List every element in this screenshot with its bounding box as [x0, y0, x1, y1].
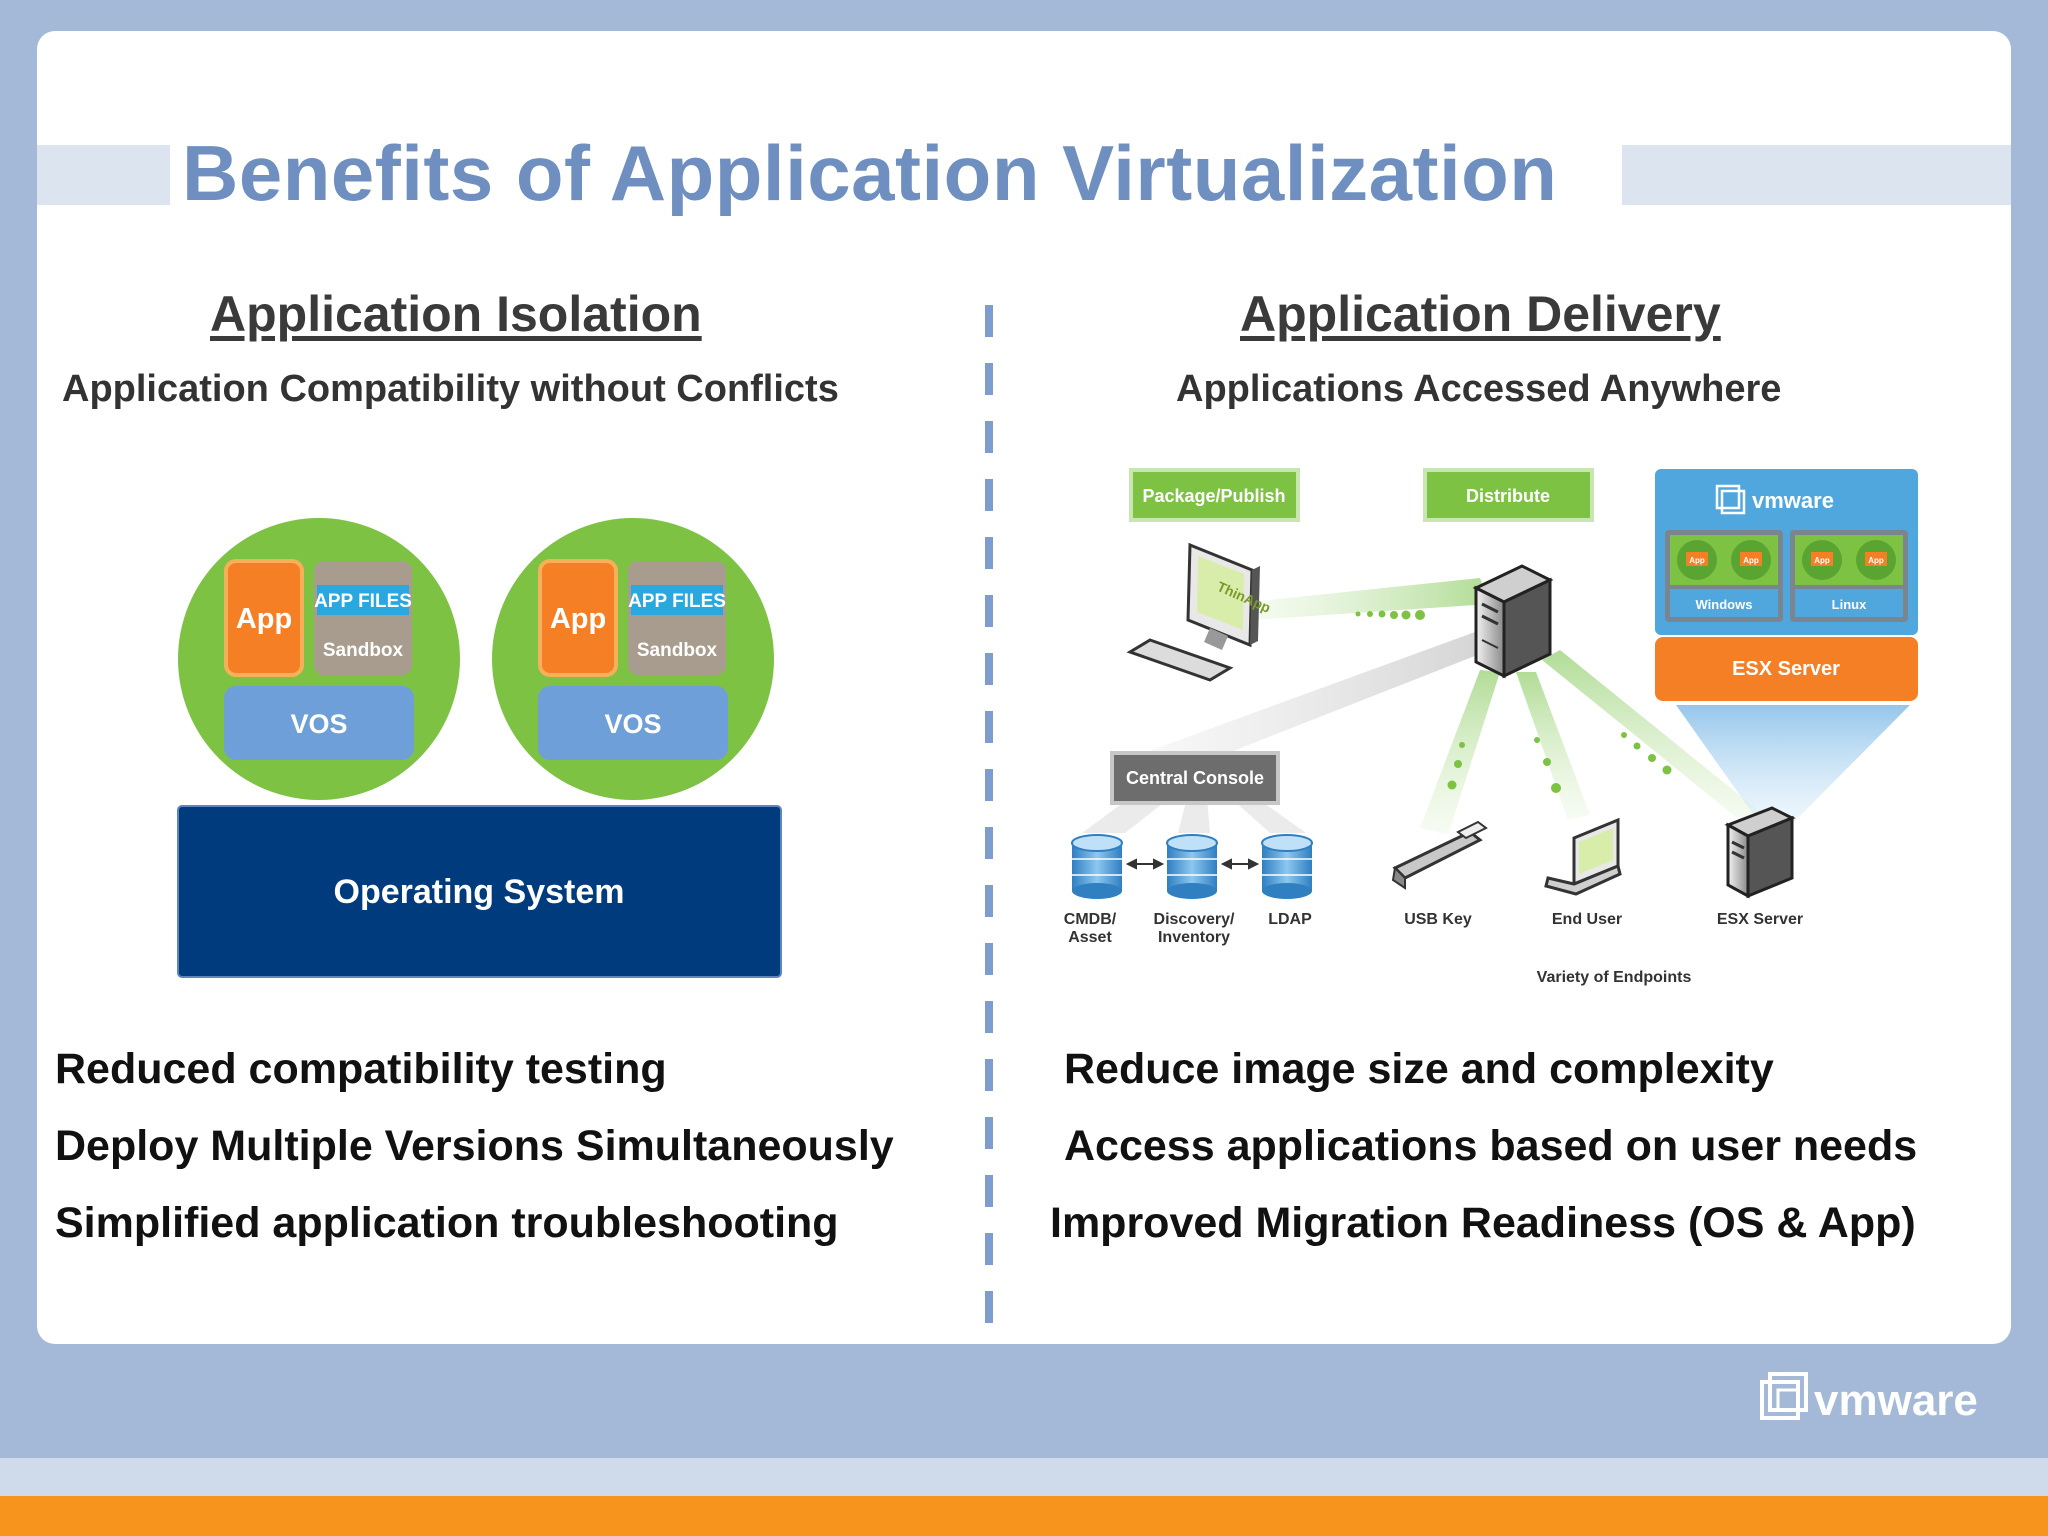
app-files-strip-1: [317, 585, 409, 615]
cmdb-database-icon: [1071, 834, 1123, 899]
title-band-right: [1622, 145, 2011, 205]
beam-dots: [1355, 610, 1672, 793]
vmware-brand-label: vmware: [1752, 488, 1834, 513]
delivery-diagram: Package/Publish Distribute ThinApp: [1064, 468, 1918, 986]
left-bullet-2: Deploy Multiple Versions Simultaneously: [55, 1122, 894, 1170]
right-bullet-3: Improved Migration Readiness (OS & App): [1050, 1199, 1916, 1247]
thinapp-workstation-icon: [1126, 542, 1260, 682]
beam-to-console: [1130, 632, 1490, 768]
right-bullet-1: Reduce image size and complexity: [1064, 1045, 1774, 1093]
app-label-1: App: [236, 603, 292, 635]
windows-app-label-1: App: [1689, 556, 1705, 565]
footer-logo-svg: vmware: [1760, 1372, 1978, 1425]
windows-app-label-2: App: [1743, 556, 1759, 565]
cmdb-label-line1: CMDB/: [1064, 911, 1117, 928]
app-box-1: [224, 559, 304, 677]
central-console-box: [1110, 751, 1280, 805]
right-bullet-2: Access applications based on user needs: [1064, 1122, 1918, 1170]
distribute-label: Distribute: [1466, 486, 1550, 506]
vos-box-1: [224, 686, 414, 760]
package-publish-box: [1129, 468, 1300, 522]
esx-server-box-label: ESX Server: [1732, 658, 1840, 680]
end-user-label: End User: [1552, 911, 1622, 928]
sandbox-label-2: Sandbox: [637, 640, 718, 661]
app-files-label-2: APP FILES: [628, 591, 726, 612]
vos-label-2: VOS: [604, 709, 661, 739]
discovery-label-line2: Inventory: [1158, 929, 1230, 946]
esx-server-tower-icon: [1724, 806, 1796, 899]
operating-system-label: Operating System: [334, 873, 625, 911]
linux-app-icon-1: [1811, 552, 1833, 566]
vmware-logo-icon: [1715, 484, 1746, 515]
usb-key-label: USB Key: [1404, 911, 1472, 928]
windows-os-bar: [1670, 589, 1778, 617]
beam-to-usb: [1420, 670, 1500, 835]
title-band-left: [37, 145, 170, 205]
sandbox-label-1: Sandbox: [323, 640, 404, 661]
app-files-label-1: APP FILES: [314, 591, 412, 612]
ldap-database-icon: [1261, 834, 1313, 899]
central-console-label: Central Console: [1126, 768, 1264, 788]
distribute-box: [1423, 468, 1594, 522]
right-heading: Application Delivery: [1240, 286, 1721, 342]
discovery-database-icon: [1166, 834, 1218, 899]
left-subheading: Application Compatibility without Confli…: [62, 368, 839, 410]
database-link-arrows: [1125, 858, 1260, 870]
linux-app-label-2: App: [1868, 556, 1884, 565]
cmdb-label-line2: Asset: [1068, 929, 1112, 946]
isolation-diagram: App APP FILES Sandbox VOS App APP FILES …: [177, 518, 782, 978]
beam-esx-box: [1676, 705, 1910, 832]
app-box-2: [538, 559, 618, 677]
footer-logo-text: vmware: [1814, 1376, 1978, 1425]
right-subheading: Applications Accessed Anywhere: [1176, 368, 1782, 410]
app-files-strip-2: [631, 585, 723, 615]
footer-orange-bar: [0, 1496, 2048, 1536]
vos-box-2: [538, 686, 728, 760]
esx-server-box: [1655, 637, 1918, 701]
beam-to-enduser: [1516, 672, 1590, 820]
linux-label: Linux: [1832, 597, 1867, 612]
slide-title: Benefits of Application Virtualization: [182, 129, 1558, 217]
vmware-logo-icon: [1760, 1372, 1808, 1420]
column-divider: [985, 305, 993, 1335]
beam-to-esx: [1542, 650, 1770, 830]
discovery-label-line1: Discovery/: [1154, 911, 1235, 928]
operating-system-box: [177, 805, 782, 978]
vos-label-1: VOS: [290, 709, 347, 739]
windows-app-icon-2: [1740, 552, 1762, 566]
linux-app-label-1: App: [1814, 556, 1830, 565]
end-user-laptop-icon: [1544, 817, 1622, 896]
windows-label: Windows: [1696, 597, 1753, 612]
app-label-2: App: [550, 603, 606, 635]
variety-of-endpoints-label: Variety of Endpoints: [1537, 969, 1692, 986]
left-bullet-3: Simplified application troubleshooting: [55, 1199, 839, 1247]
left-bullet-1: Reduced compatibility testing: [55, 1045, 667, 1093]
beam-to-pc: [1240, 578, 1490, 620]
linux-os-bar: [1795, 589, 1903, 617]
ldap-label: LDAP: [1268, 911, 1312, 928]
left-heading: Application Isolation: [210, 286, 702, 342]
usb-key-icon: [1391, 820, 1488, 890]
esx-server-label: ESX Server: [1717, 911, 1803, 928]
distribution-server-icon: [1472, 564, 1554, 679]
footer-vmware-logo: vmware: [1758, 1368, 1998, 1435]
windows-app-icon-1: [1686, 552, 1708, 566]
package-publish-label: Package/Publish: [1142, 486, 1285, 506]
linux-app-icon-2: [1865, 552, 1887, 566]
footer-strip: [0, 1458, 2048, 1496]
